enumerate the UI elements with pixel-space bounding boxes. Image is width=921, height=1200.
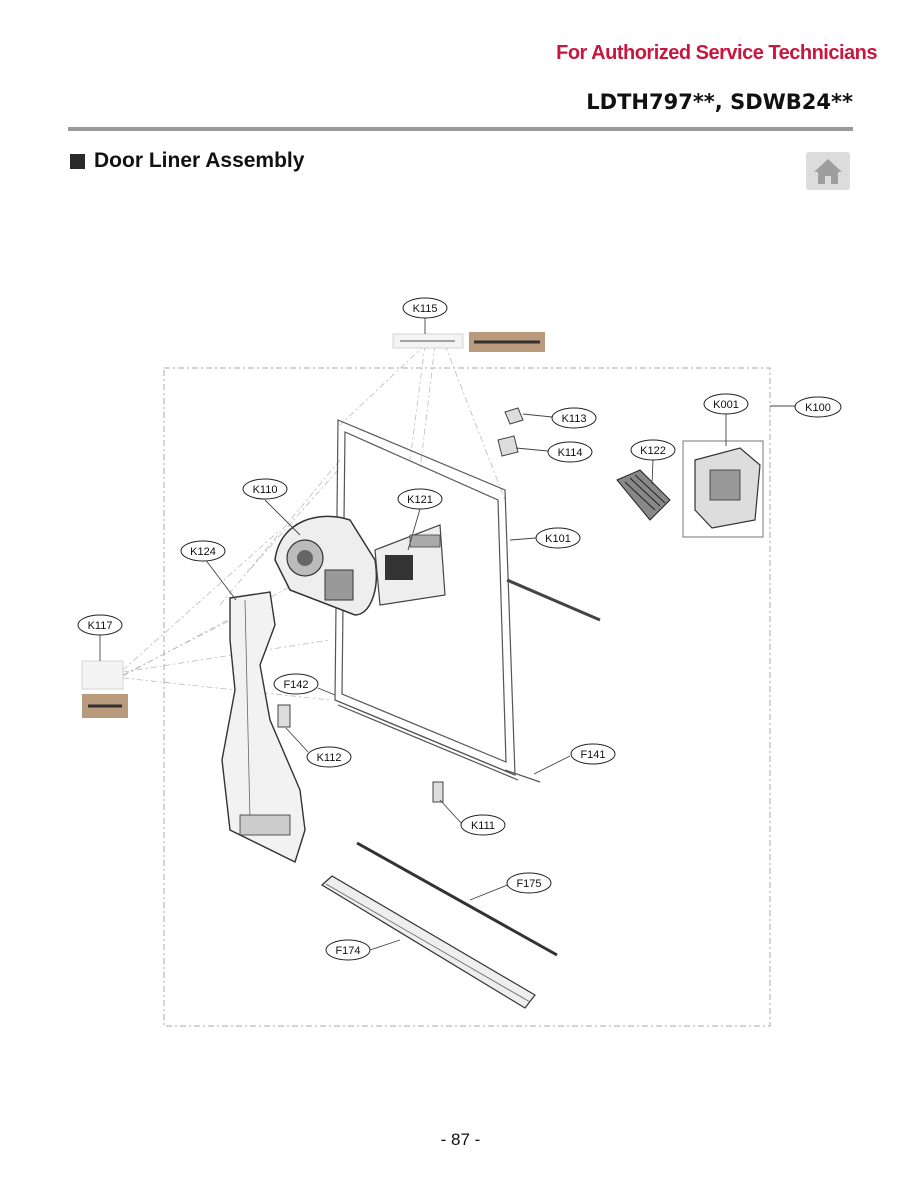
k112-bracket [277,704,291,728]
callout-K115: K115 [402,297,448,319]
callout-K121: K121 [397,488,443,510]
callout-F142: F142 [273,673,319,695]
k101-rail [506,578,601,622]
label-K100: K100 [805,402,831,414]
callout-K100: K100 [794,396,842,418]
k114-clip [497,435,519,457]
callout-K110: K110 [242,478,288,500]
label-K101: K101 [545,533,571,545]
model-number: LDTH797**, SDWB24** [586,90,853,114]
label-K112: K112 [317,752,342,764]
callout-K111: K111 [460,814,506,836]
label-F141: F141 [580,749,605,761]
f175-rod [356,841,558,957]
authorized-header: For Authorized Service Technicians [556,42,877,64]
k111-bracket [432,781,444,803]
f174-channel [320,875,536,1009]
label-K121: K121 [407,494,433,506]
label-K113: K113 [562,413,587,425]
label-K111: K111 [471,820,495,832]
callout-leaders [99,318,795,951]
label-K001: K001 [713,399,739,411]
label-F175: F175 [516,878,541,890]
callout-K124: K124 [180,540,226,562]
k001-control-module [694,447,761,529]
label-K117: K117 [88,620,113,632]
page-number: - 87 - [440,1130,481,1149]
label-K115: K115 [413,303,438,315]
section-title: Door Liner Assembly [94,149,305,172]
callout-K001: K001 [703,393,749,415]
k124-duct [221,591,306,863]
section-heading: Door Liner Assembly [70,149,304,173]
callout-K101: K101 [535,527,581,549]
k121-dispenser [374,524,446,606]
callout-F141: F141 [570,743,616,765]
callout-K114: K114 [547,441,593,463]
callout-K122: K122 [630,439,676,461]
callout-F175: F175 [506,872,552,894]
label-K122: K122 [640,445,666,457]
callout-K113: K113 [551,407,597,429]
home-button[interactable] [806,152,850,190]
label-K124: K124 [190,546,216,558]
k113-clip [504,407,524,425]
section-bullet [70,153,85,169]
label-K114: K114 [558,447,583,459]
home-icon [814,159,842,184]
label-F142: F142 [283,679,308,691]
label-K110: K110 [253,484,278,496]
k117-screw-box [81,660,124,690]
callout-K112: K112 [306,746,352,768]
k122-vent-grille [616,469,671,521]
callout-K117: K117 [77,614,123,636]
header-divider [68,127,853,131]
label-F174: F174 [335,945,360,957]
assembly-boundary [163,367,771,1027]
k110-vent-assembly [274,515,377,616]
callout-F174: F174 [325,939,371,961]
